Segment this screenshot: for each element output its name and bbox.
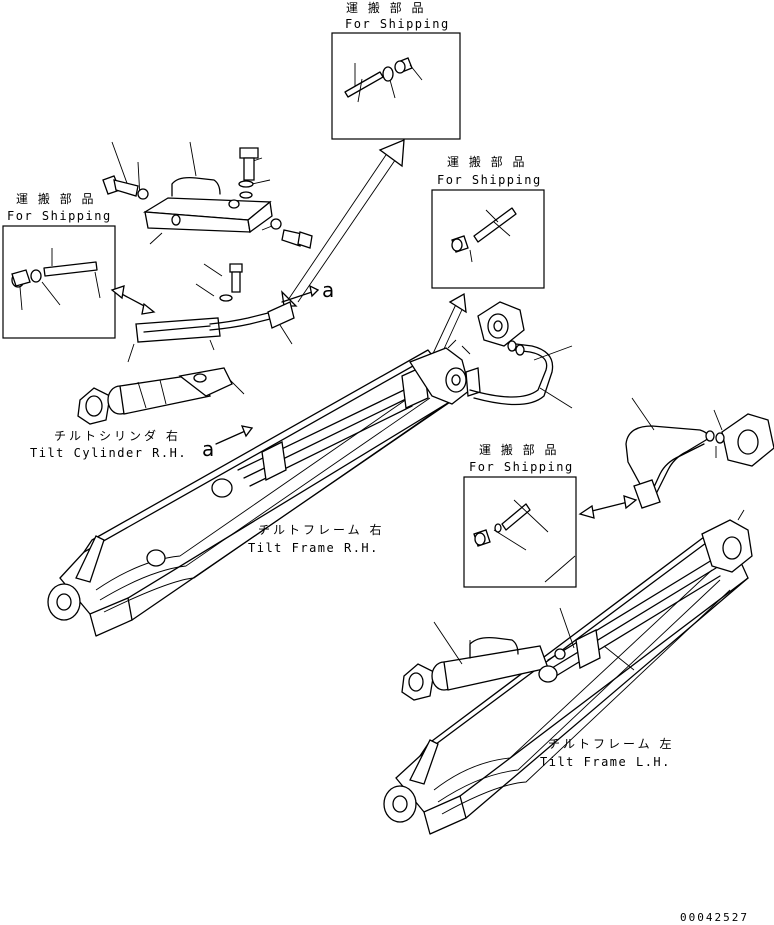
shipping-box-right-lower-parts-icon <box>473 499 576 583</box>
shipping-box-right-upper-title-en: For Shipping <box>437 173 542 187</box>
label-tilt-frame-lh-jp: チルトフレーム 左 <box>548 736 674 751</box>
shipping-box-left-parts-icon <box>11 248 101 311</box>
shipping-box-right-upper: 運 搬 部 品 For Shipping <box>431 154 545 289</box>
hose-lh <box>625 397 774 509</box>
marker-a-left: a <box>202 437 214 461</box>
hose-rh <box>127 301 295 363</box>
marker-a-top: a <box>322 278 334 302</box>
shipping-box-left-title-en: For Shipping <box>7 209 112 223</box>
label-tilt-frame-lh-en: Tilt Frame L.H. <box>540 755 671 769</box>
shipping-box-top-parts-icon <box>344 57 423 103</box>
hardware-exploded-group <box>102 141 313 302</box>
hose-rh-plate <box>469 301 573 409</box>
tilt-frame-rh <box>47 339 481 637</box>
tilt-cylinder-rh <box>77 367 245 425</box>
label-tilt-frame-rh-en: Tilt Frame R.H. <box>248 541 379 555</box>
shipping-box-right-lower-title-en: For Shipping <box>469 460 574 474</box>
label-tilt-cylinder-rh-en: Tilt Cylinder R.H. <box>30 446 187 460</box>
shipping-box-left-title-jp: 運 搬 部 品 <box>16 191 96 206</box>
shipping-box-top-title-en: For Shipping <box>345 17 450 31</box>
shipping-box-left-frame <box>2 225 116 339</box>
label-tilt-frame-rh-jp: チルトフレーム 右 <box>258 522 384 537</box>
shipping-box-right-upper-parts-icon <box>451 207 517 263</box>
marker-a-left-arrowhead <box>240 425 254 438</box>
drawing-number: 00042527 <box>680 911 749 924</box>
shipping-box-top: 運 搬 部 品 For Shipping <box>331 0 461 140</box>
marker-a-top-arrowhead <box>309 284 320 298</box>
shipping-box-right-upper-title-jp: 運 搬 部 品 <box>447 154 527 169</box>
shipping-box-right-upper-frame <box>431 189 545 289</box>
shipping-box-right-lower: 運 搬 部 品 For Shipping <box>463 442 577 588</box>
shipping-box-right-lower-title-jp: 運 搬 部 品 <box>479 442 559 457</box>
tilt-frame-lh <box>383 509 753 835</box>
shipping-box-top-title-jp: 運 搬 部 品 <box>346 0 426 15</box>
shipping-box-left: 運 搬 部 品 For Shipping <box>2 191 116 339</box>
shipping-box-top-frame <box>331 32 461 140</box>
label-tilt-cylinder-rh-jp: チルトシリンダ 右 <box>54 428 181 443</box>
